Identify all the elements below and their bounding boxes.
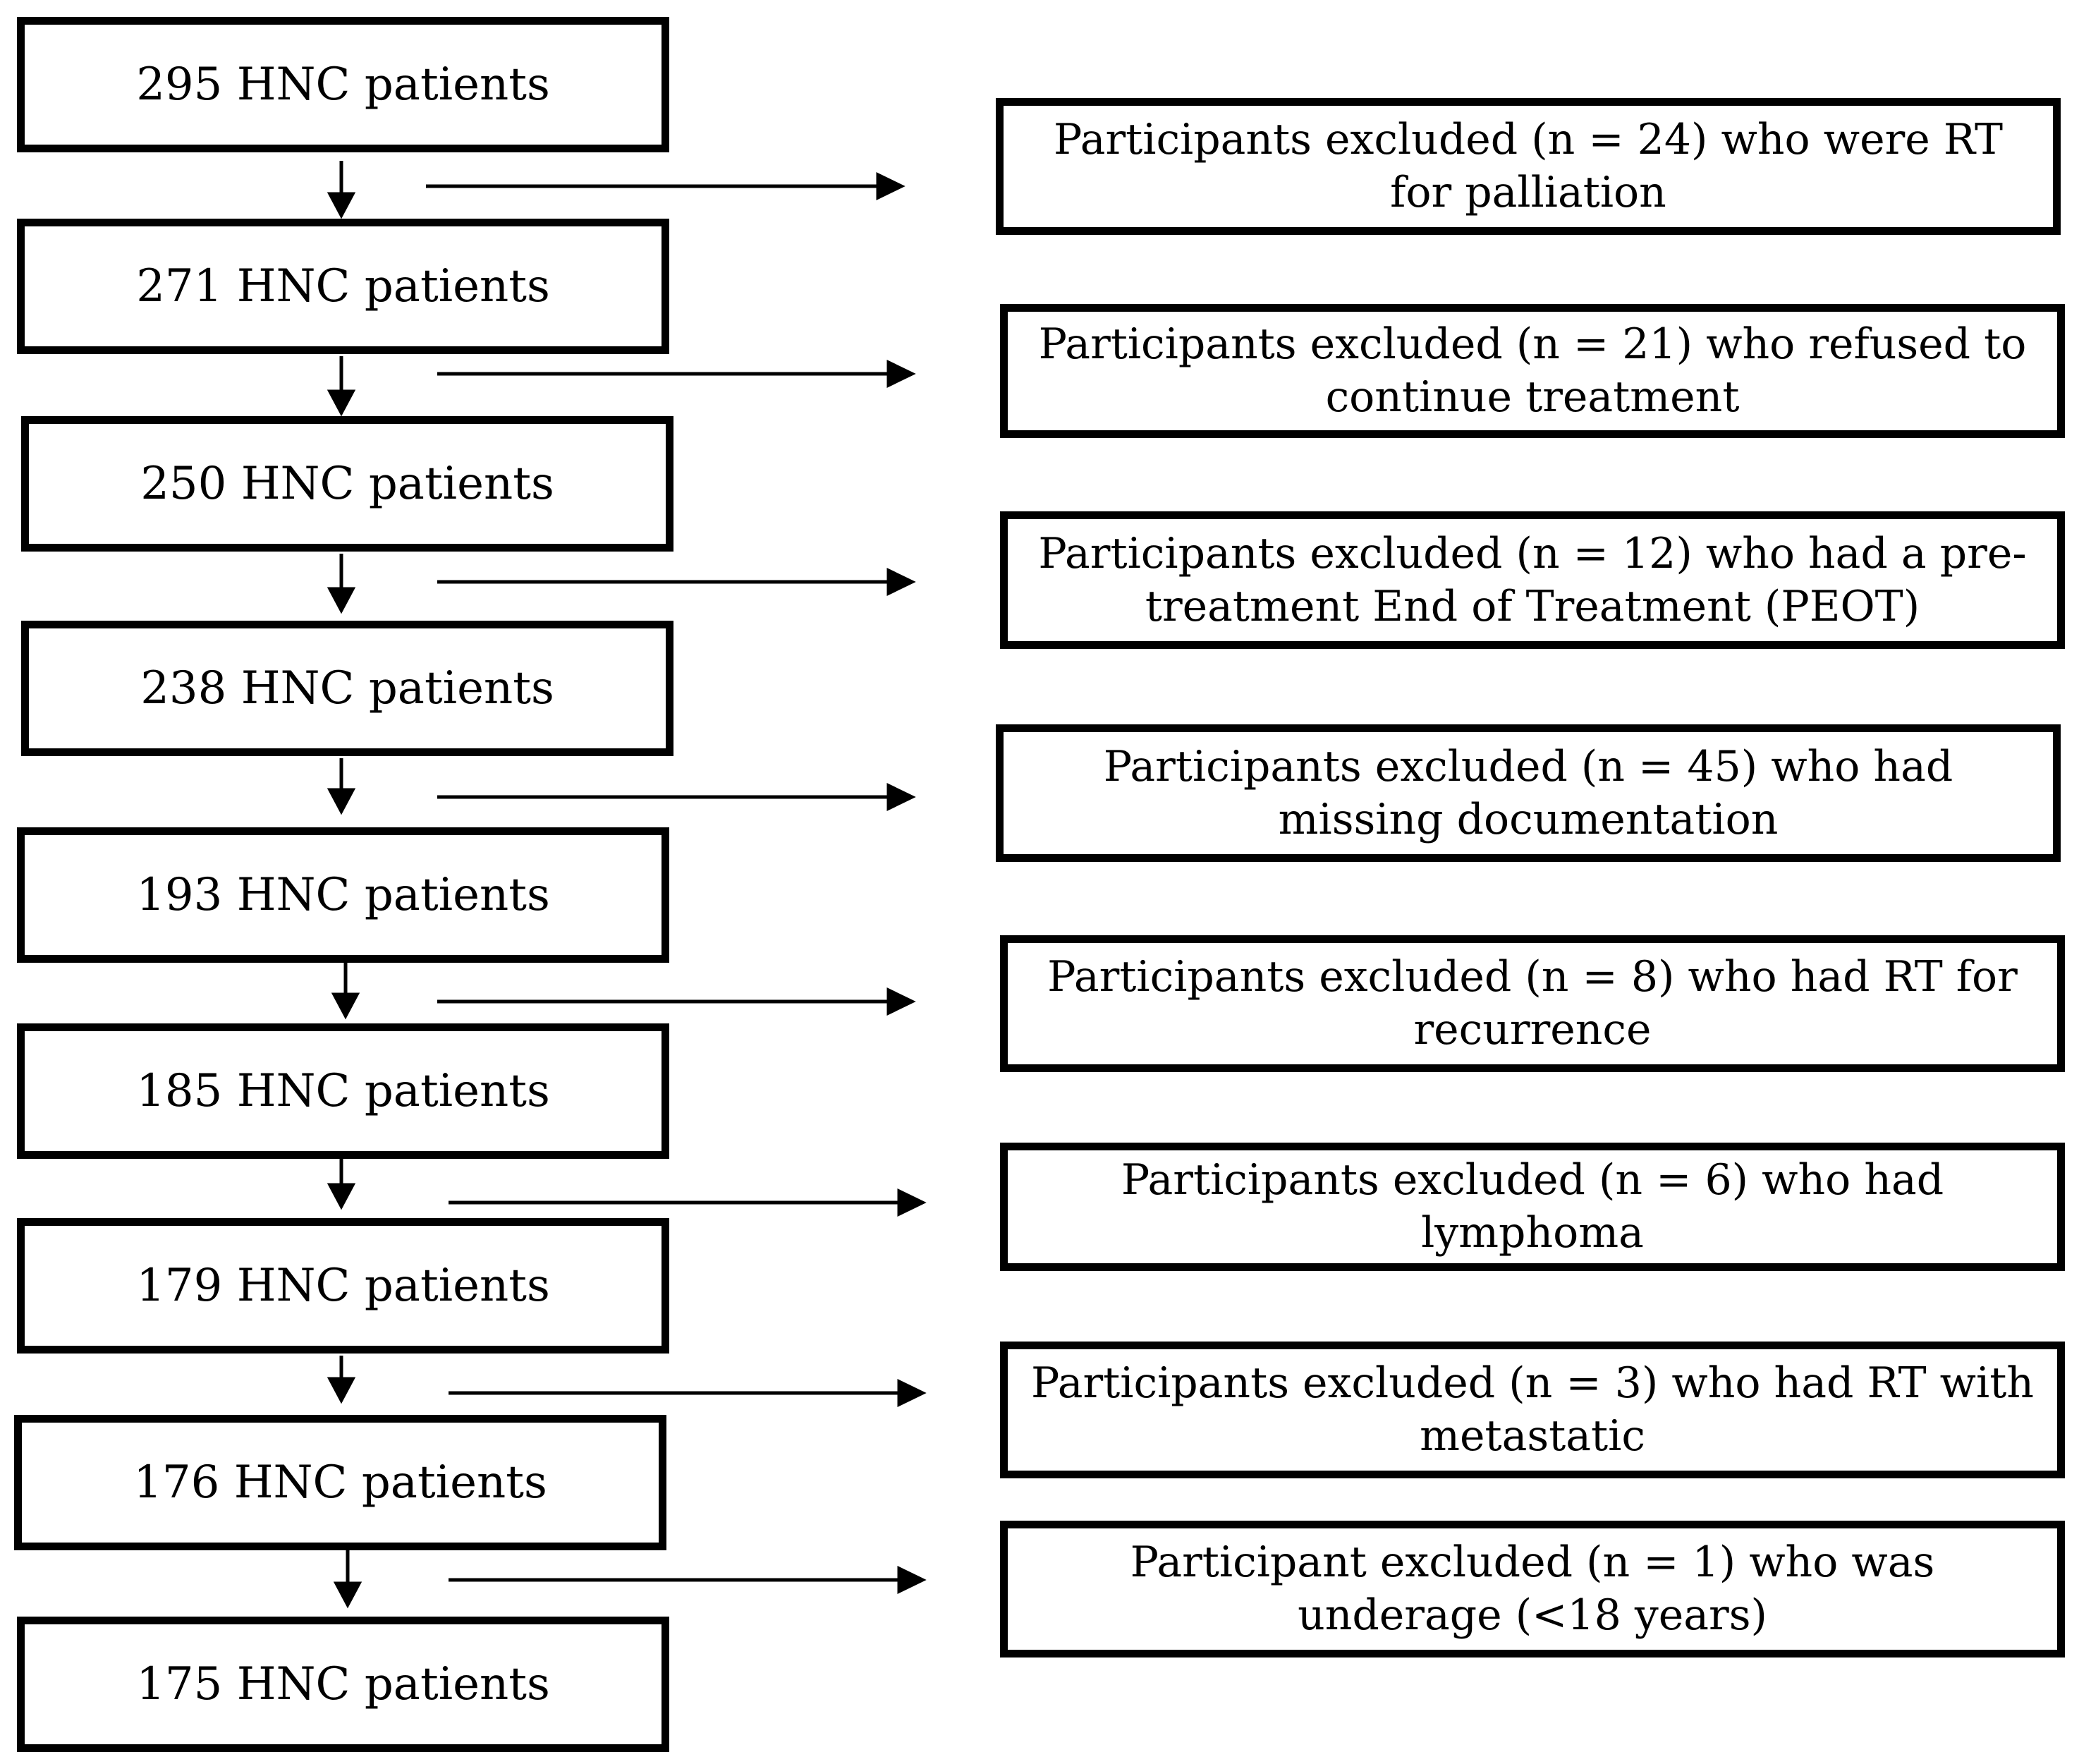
exclusion-arrow-4 bbox=[437, 783, 916, 811]
stage-label: 271 HNC patients bbox=[136, 260, 550, 312]
exclusion-label: Participants excluded (n = 24) who were … bbox=[1054, 115, 2003, 217]
exclusion-arrow-1 bbox=[426, 172, 906, 200]
stage-label: 179 HNC patients bbox=[136, 1260, 550, 1312]
exclusion-arrow-8 bbox=[449, 1566, 927, 1594]
stage-label: 175 HNC patients bbox=[136, 1658, 550, 1710]
down-arrow-1 bbox=[327, 161, 356, 219]
exclusion-box-8: Participant excluded (n = 1) who was und… bbox=[1000, 1521, 2065, 1657]
exclusion-arrow-7 bbox=[449, 1379, 927, 1407]
stage-box-5: 193 HNC patients bbox=[17, 827, 669, 963]
stage-box-3: 250 HNC patients bbox=[21, 416, 673, 552]
stage-box-7: 179 HNC patients bbox=[17, 1218, 669, 1354]
down-arrow-8 bbox=[333, 1549, 362, 1609]
stage-box-4: 238 HNC patients bbox=[21, 621, 673, 756]
down-arrow-2 bbox=[327, 356, 356, 417]
down-arrow-3 bbox=[327, 554, 356, 614]
exclusion-label: Participants excluded (n = 21) who refus… bbox=[1038, 320, 2027, 422]
exclusion-label: Participants excluded (n = 8) who had RT… bbox=[1047, 952, 2018, 1054]
stage-box-9: 175 HNC patients bbox=[17, 1617, 669, 1752]
stage-box-1: 295 HNC patients bbox=[17, 17, 669, 152]
down-arrow-6 bbox=[327, 1159, 356, 1210]
exclusion-box-4: Participants excluded (n = 45) who had m… bbox=[996, 724, 2061, 862]
exclusion-arrow-3 bbox=[437, 568, 916, 596]
exclusion-label: Participants excluded (n = 6) who had ly… bbox=[1121, 1155, 1944, 1258]
exclusion-box-6: Participants excluded (n = 6) who had ly… bbox=[1000, 1143, 2065, 1271]
stage-label: 176 HNC patients bbox=[133, 1456, 547, 1509]
exclusion-box-7: Participants excluded (n = 3) who had RT… bbox=[1000, 1342, 2065, 1478]
exclusion-arrow-2 bbox=[437, 360, 916, 388]
exclusion-box-2: Participants excluded (n = 21) who refus… bbox=[1000, 304, 2065, 438]
stage-label: 193 HNC patients bbox=[136, 869, 550, 921]
stage-box-6: 185 HNC patients bbox=[17, 1023, 669, 1159]
stage-label: 250 HNC patients bbox=[140, 458, 554, 510]
exclusion-label: Participants excluded (n = 45) who had m… bbox=[1103, 741, 1953, 844]
stage-label: 238 HNC patients bbox=[140, 662, 554, 714]
down-arrow-4 bbox=[327, 758, 356, 815]
stage-box-2: 271 HNC patients bbox=[17, 219, 669, 354]
down-arrow-5 bbox=[331, 963, 360, 1020]
exclusion-arrow-5 bbox=[437, 987, 916, 1016]
exclusion-box-5: Participants excluded (n = 8) who had RT… bbox=[1000, 935, 2065, 1072]
exclusion-label: Participants excluded (n = 12) who had a… bbox=[1038, 528, 2027, 631]
exclusion-label: Participants excluded (n = 3) who had RT… bbox=[1031, 1358, 2034, 1461]
stage-label: 295 HNC patients bbox=[136, 59, 550, 111]
exclusion-box-3: Participants excluded (n = 12) who had a… bbox=[1000, 511, 2065, 649]
exclusion-arrow-6 bbox=[449, 1188, 927, 1217]
exclusion-box-1: Participants excluded (n = 24) who were … bbox=[996, 98, 2061, 235]
exclusion-label: Participant excluded (n = 1) who was und… bbox=[1130, 1538, 1935, 1640]
down-arrow-7 bbox=[327, 1356, 356, 1404]
stage-label: 185 HNC patients bbox=[136, 1065, 550, 1117]
stage-box-8: 176 HNC patients bbox=[14, 1415, 666, 1550]
